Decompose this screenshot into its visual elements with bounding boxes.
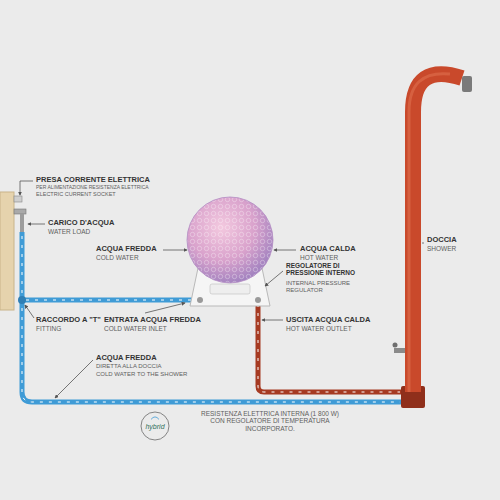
callout-label: PER ALIMENTAZIONE RESISTENZA ELETTRICA [36, 185, 149, 191]
logo-badge: hybrid [140, 411, 170, 441]
callout-label: DOCCIA [427, 236, 457, 245]
callout-label: RESISTENZA ELETTRICA INTERNA (1 800 W) C… [200, 410, 340, 432]
cold-inlet [197, 297, 203, 303]
callout-label: ACQUA FREDDA [96, 354, 157, 363]
badge-text: hybrid [145, 423, 164, 430]
callout-label: WATER LOAD [48, 228, 90, 235]
hot-water-pipe [258, 300, 404, 392]
socket [14, 196, 22, 202]
callout-label: COLD WATER INLET [104, 325, 167, 332]
callout-label: SHOWER [427, 245, 456, 252]
supply-pipe [20, 214, 24, 232]
callout-label: RACCORDO A "T" [36, 316, 101, 325]
leader-lines [20, 181, 424, 398]
callout-label: COLD WATER [96, 254, 139, 261]
callout-label: DIRETTA ALLA DOCCIA [96, 363, 162, 370]
t-fitting [18, 296, 26, 304]
callout-label: ENTRATA ACQUA FREDDA [104, 316, 201, 325]
callout-label: INTERNAL PRESSURE REGULATOR [286, 280, 368, 294]
callout-label: ACQUA CALDA [300, 245, 356, 254]
callout-label: HOT WATER [300, 254, 338, 261]
callout-label: COLD WATER TO THE SHOWER [96, 371, 187, 378]
wall [0, 192, 14, 310]
callout-label: ELECTRIC CURRENT SOCKET [36, 191, 116, 197]
hot-outlet [255, 297, 261, 303]
shower-head [462, 76, 472, 92]
heater-collar [210, 284, 250, 294]
shower-tap [394, 348, 405, 353]
callout-label: HOT WATER OUTLET [286, 325, 352, 332]
globe-texture [187, 197, 273, 283]
callout-label: USCITA ACQUA CALDA [286, 316, 370, 325]
callout-label: REGOLATORE DI PRESSIONE INTERNO [286, 262, 368, 277]
shower-column [413, 74, 462, 392]
callout-label: PRESA CORRENTE ELETTRICA [36, 176, 150, 185]
globe-heater [187, 197, 273, 283]
shower-tap-knob [393, 343, 398, 348]
shower-highlight [409, 74, 450, 392]
callout-label: CARICO D'ACQUA [48, 219, 114, 228]
callout-label: ACQUA FREDDA [96, 245, 157, 254]
callout-label: FITTING [36, 325, 61, 332]
wall-tap [14, 209, 26, 214]
